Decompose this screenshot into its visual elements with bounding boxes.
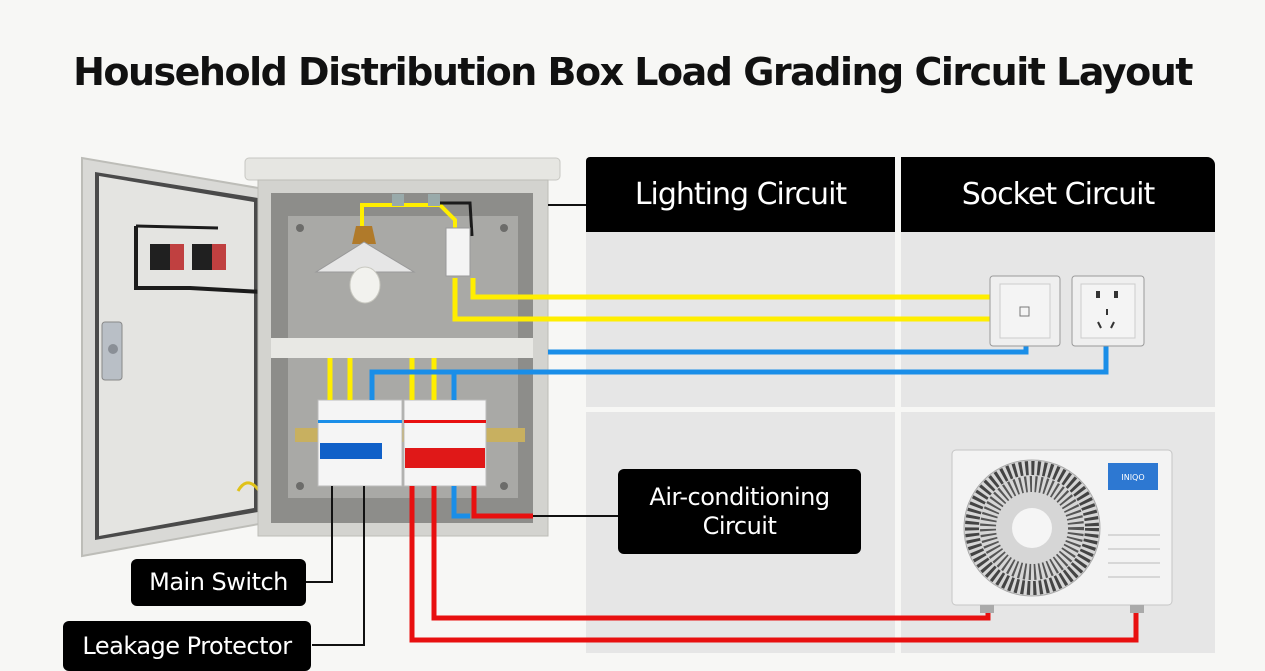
wires — [306, 204, 1139, 646]
main-switch-label: Main Switch — [131, 559, 306, 606]
light-breaker — [445, 227, 471, 277]
leakage-protector-breaker — [403, 399, 487, 487]
breaker-row — [295, 399, 525, 487]
ac-label-line1: Air-conditioning — [649, 482, 830, 511]
lighting-circuit-header: Lighting Circuit — [586, 157, 895, 232]
cabinet-door — [81, 156, 292, 558]
ac-brand-text: INIQO — [1121, 473, 1144, 482]
bulb-icon — [349, 266, 381, 304]
ac-label-line2: Circuit — [702, 511, 777, 540]
wall-socket-icon — [1071, 275, 1145, 347]
wall-switch-icon — [989, 275, 1061, 347]
air-conditioning-circuit-label: Air-conditioning Circuit — [618, 469, 861, 554]
lamp-socket — [352, 226, 376, 244]
shelf-divider — [271, 338, 533, 358]
diagram-title: Household Distribution Box Load Grading … — [73, 50, 1193, 94]
ac-brand-badge — [1108, 463, 1158, 490]
circuit-diagram: INIQO — [81, 156, 1173, 646]
leakage-protector-label: Leakage Protector — [63, 621, 311, 671]
ac-outdoor-unit-icon: INIQO — [951, 449, 1173, 613]
socket-circuit-header: Socket Circuit — [901, 157, 1215, 232]
